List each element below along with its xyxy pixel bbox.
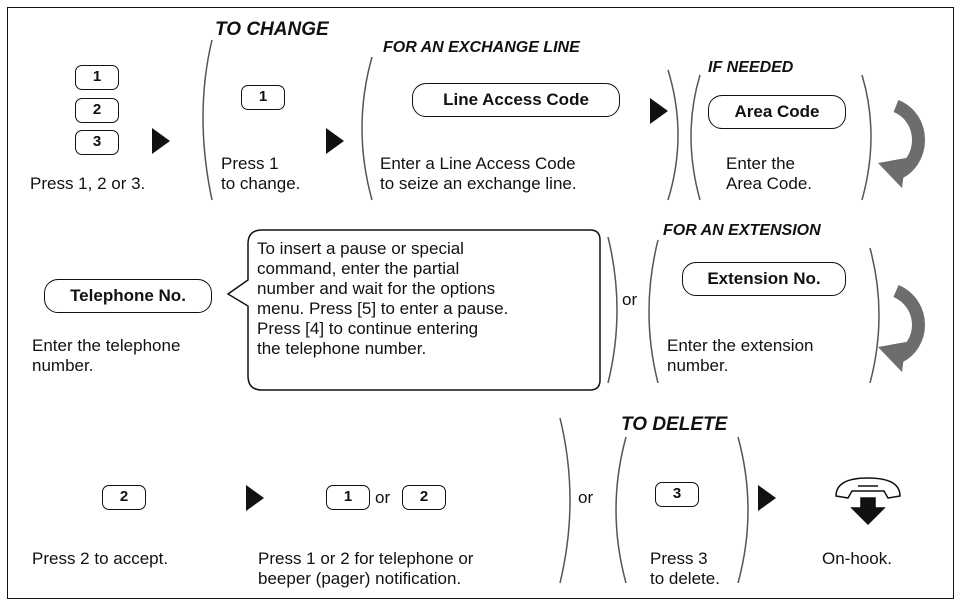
- paren-right-ifneeded: [861, 74, 872, 201]
- caption-area-line1: Enter the: [726, 154, 795, 173]
- header-if-needed: IF NEEDED: [708, 59, 794, 76]
- header-extension: FOR AN EXTENSION: [663, 222, 821, 239]
- arrow-right-icon: [246, 485, 264, 511]
- callout-line: menu. Press [5] to enter a pause.: [257, 299, 509, 318]
- arrow-right-icon: [758, 485, 776, 511]
- header-to-change: TO CHANGE: [215, 19, 329, 40]
- area-code-button[interactable]: Area Code: [708, 95, 846, 129]
- caption-accept: Press 2 to accept.: [32, 549, 169, 568]
- paren-right-notify: [559, 417, 571, 584]
- paren-right-exchange: [667, 69, 679, 201]
- paren-left-change: [202, 39, 213, 201]
- paren-right-extension: [869, 247, 880, 384]
- caption-delete-line2: to delete.: [650, 569, 720, 588]
- callout-line: the telephone number.: [257, 339, 427, 358]
- or-label: or: [375, 488, 391, 507]
- caption-extension-line2: number.: [667, 356, 729, 375]
- extension-no-button[interactable]: Extension No.: [682, 262, 846, 296]
- key-2-beeper[interactable]: 2: [402, 485, 446, 510]
- paren-left-exchange: [361, 56, 373, 201]
- caption-change-line2: to change.: [221, 174, 301, 193]
- callout-line: To insert a pause or special: [257, 239, 464, 258]
- caption-select: Press 1, 2 or 3.: [30, 174, 146, 193]
- paren-right-callout: [607, 236, 618, 384]
- caption-exchange-line2: to seize an exchange line.: [380, 174, 577, 193]
- key-3-delete[interactable]: 3: [655, 482, 699, 507]
- caption-telephone-line2: number.: [32, 356, 94, 375]
- diagram-frame: [7, 7, 954, 599]
- callout-bubble: [226, 229, 601, 391]
- caption-notify-line2: beeper (pager) notification.: [258, 569, 462, 588]
- line-access-code-button[interactable]: Line Access Code: [412, 83, 620, 117]
- caption-area-line2: Area Code.: [726, 174, 812, 193]
- paren-left-ifneeded: [690, 74, 701, 201]
- key-3[interactable]: 3: [75, 130, 119, 155]
- handset-onhook-icon: [835, 477, 901, 526]
- key-2-accept[interactable]: 2: [102, 485, 146, 510]
- paren-left-delete: [615, 436, 627, 584]
- arrow-right-icon: [326, 128, 344, 154]
- caption-delete-line1: Press 3: [650, 549, 708, 568]
- header-exchange-line: FOR AN EXCHANGE LINE: [383, 39, 580, 56]
- callout-line: number and wait for the options: [257, 279, 496, 298]
- key-1[interactable]: 1: [75, 65, 119, 90]
- curved-continue-arrow-icon: [878, 285, 925, 372]
- header-to-delete: TO DELETE: [621, 414, 728, 435]
- arrow-right-icon: [650, 98, 668, 124]
- key-1-telephone[interactable]: 1: [326, 485, 370, 510]
- or-label: or: [578, 488, 594, 507]
- callout-line: command, enter the partial: [257, 259, 460, 278]
- key-1-change[interactable]: 1: [241, 85, 285, 110]
- curved-continue-arrow-icon: [878, 99, 925, 188]
- caption-notify-line1: Press 1 or 2 for telephone or: [258, 549, 474, 568]
- or-label: or: [622, 290, 638, 309]
- caption-change-line1: Press 1: [221, 154, 279, 173]
- arrow-right-icon: [152, 128, 170, 154]
- paren-left-extension: [648, 239, 659, 384]
- key-2[interactable]: 2: [75, 98, 119, 123]
- caption-onhook: On-hook.: [822, 549, 892, 568]
- caption-extension-line1: Enter the extension: [667, 336, 814, 355]
- caption-exchange-line1: Enter a Line Access Code: [380, 154, 576, 173]
- caption-telephone-line1: Enter the telephone: [32, 336, 181, 355]
- telephone-no-button[interactable]: Telephone No.: [44, 279, 212, 313]
- paren-right-delete: [737, 436, 749, 584]
- callout-line: Press [4] to continue entering: [257, 319, 479, 338]
